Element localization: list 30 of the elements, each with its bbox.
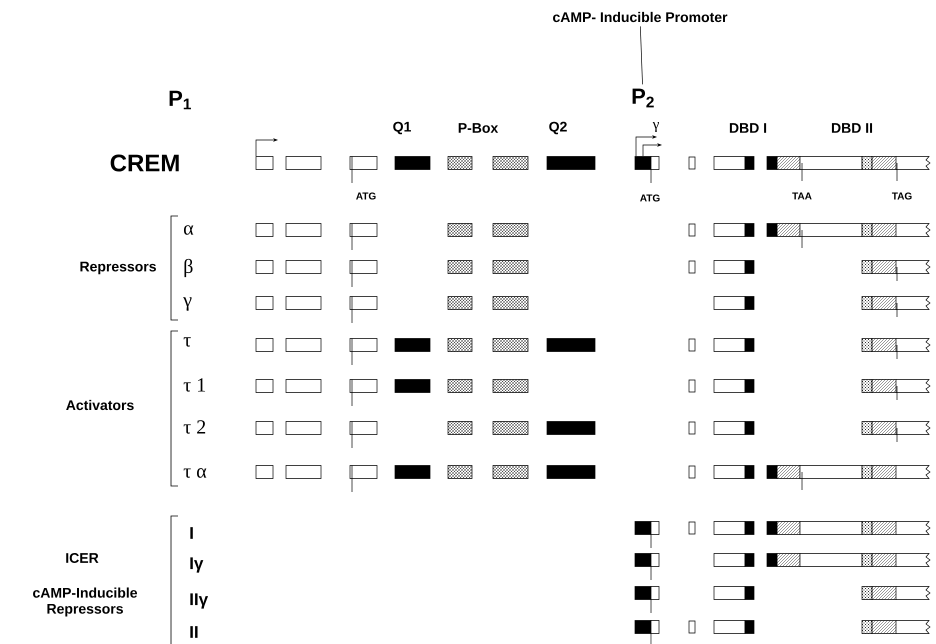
label: ATG bbox=[640, 194, 660, 202]
label: P-Box bbox=[458, 123, 498, 133]
label: cAMP-Inducible Repressors bbox=[33, 587, 138, 617]
label: ICER bbox=[66, 553, 98, 563]
leader-line bbox=[640, 26, 643, 85]
label: Activators bbox=[66, 400, 134, 410]
label: Q1 bbox=[393, 122, 411, 134]
label: Q2 bbox=[549, 122, 567, 134]
label: Repressors bbox=[80, 262, 156, 274]
row-label: β bbox=[184, 258, 193, 278]
row-label: τ 2 bbox=[184, 420, 206, 434]
gene-name: CREM bbox=[110, 154, 179, 172]
promoter-label: cAMP- Inducible Promoter bbox=[553, 12, 728, 22]
label: TAG bbox=[892, 192, 912, 200]
row-label: II bbox=[190, 626, 198, 638]
label: γ bbox=[652, 122, 659, 132]
row-label: τ α bbox=[184, 468, 206, 478]
label: ATG bbox=[356, 192, 376, 200]
row-label: I bbox=[190, 527, 193, 539]
label: P$_{1}$ bbox=[170, 90, 191, 110]
row-label: α bbox=[184, 225, 194, 235]
label: DBD I bbox=[730, 123, 766, 133]
row-label: γ bbox=[183, 297, 192, 311]
row-label: Iγ bbox=[190, 557, 204, 573]
row-label: IIγ bbox=[190, 593, 208, 609]
label: TAA bbox=[792, 192, 812, 200]
label: DBD II bbox=[832, 123, 872, 133]
promoter-name: P$_{2}$ bbox=[632, 88, 654, 108]
row-label: τ 1 bbox=[184, 378, 206, 392]
row-label: τ bbox=[184, 337, 191, 347]
